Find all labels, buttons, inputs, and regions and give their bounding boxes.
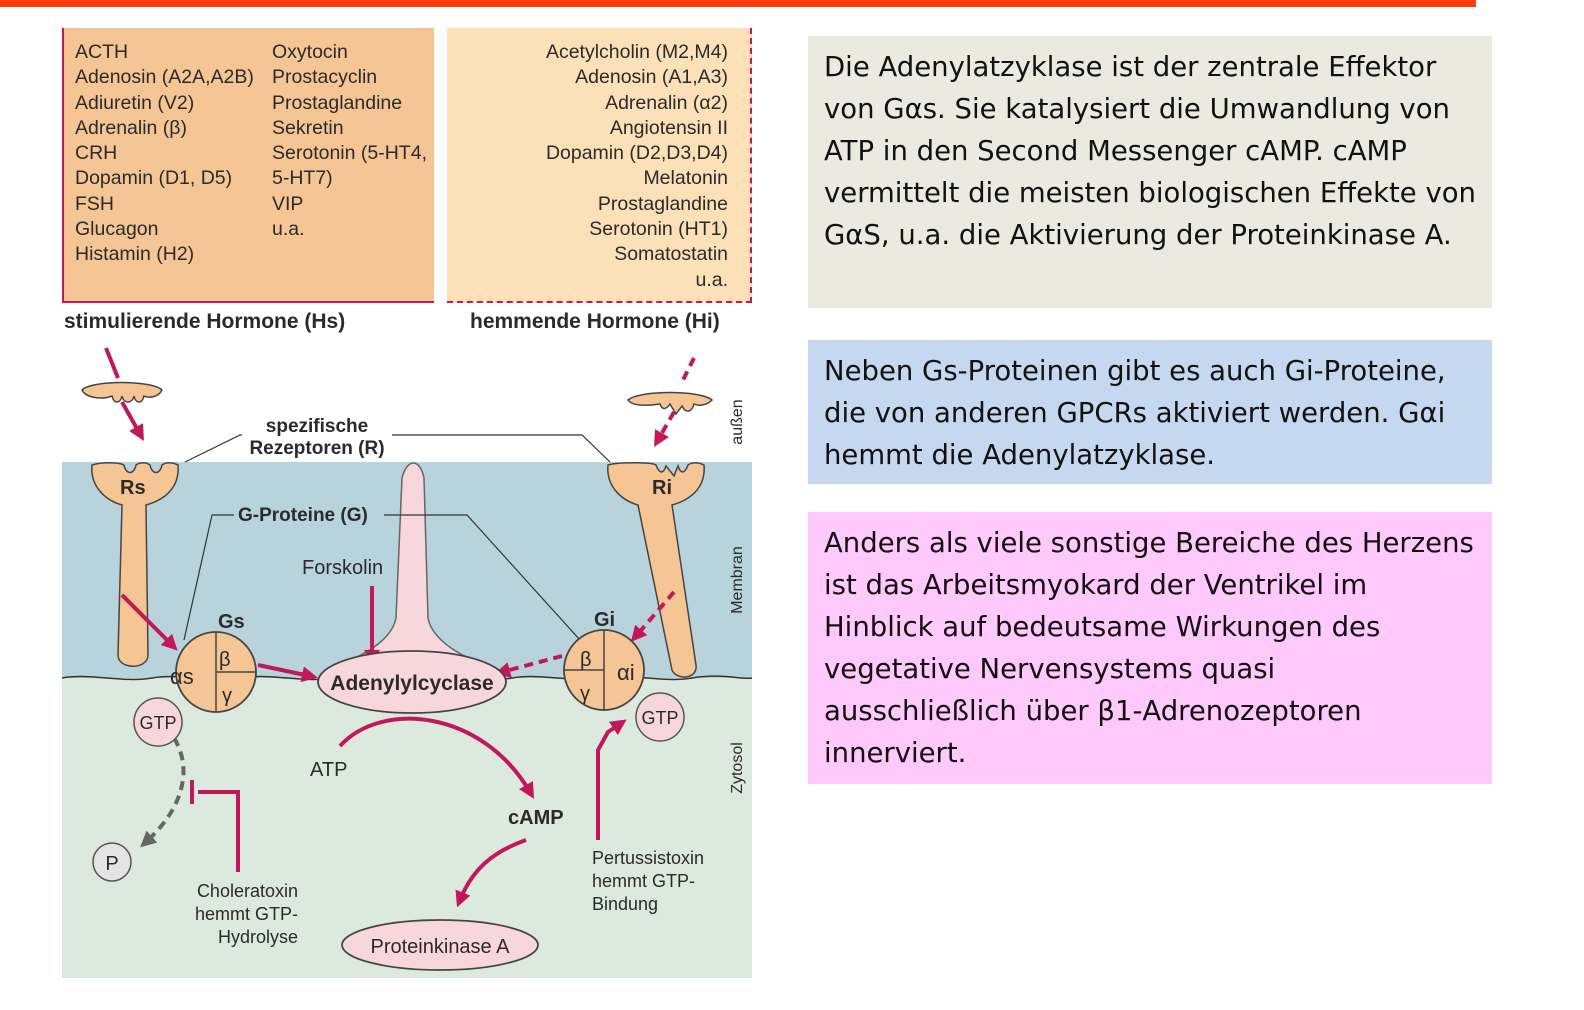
gi-label: Gi <box>594 609 615 631</box>
hormone-item: Sekretin <box>272 116 344 139</box>
hormone-item: Histamin (H2) <box>75 243 195 266</box>
stimulating-hormones-col2: Oxytocin Prostacyclin Prostaglandine Sek… <box>272 40 427 242</box>
receptor-rs <box>91 462 179 667</box>
hormone-item: Acetylcholin (M2,M4) <box>545 41 728 63</box>
pertussistoxin-arrow <box>596 719 627 840</box>
inhibiting-hormones-box: Acetylcholin (M2,M4) Adenosin (A1,A3) Ad… <box>447 28 752 303</box>
rs-activates-gs-arrow <box>120 593 178 651</box>
gs-stimulates-ac-arrow <box>257 663 318 683</box>
hormone-item: Prostaglandine <box>272 91 403 114</box>
gprotein-label-line-left <box>183 514 234 641</box>
beta-i-label: β <box>580 649 592 671</box>
text-box-adenylatzyklase: Die Adenylatzyklase ist der zentrale Eff… <box>808 36 1492 308</box>
hormone-item: ACTH <box>75 41 129 63</box>
atp-label: ATP <box>310 759 347 781</box>
gamma-i-label: γ <box>580 683 590 705</box>
hormone-binding-arrow-left <box>120 401 144 441</box>
hormone-item: Serotonin (5-HT4, <box>272 142 427 165</box>
adenylylcyclase-label: Adenylylcyclase <box>330 672 493 695</box>
hormone-item: Adrenalin (α2) <box>605 91 728 114</box>
gprotein-label-line-right <box>384 514 581 641</box>
receptors-label-1: spezifische <box>266 416 368 437</box>
hormone-item: Adenosin (A2A,A2B) <box>75 66 254 89</box>
hormone-item: Adiuretin (V2) <box>75 91 195 114</box>
hormone-item: Prostaglandine <box>597 192 728 215</box>
hormone-item: CRH <box>75 142 118 165</box>
hormone-arrow-in-right <box>680 357 696 383</box>
adenylylcyclase-body <box>317 650 507 714</box>
gtp-label-left: GTP <box>139 713 176 733</box>
hormone-item: u.a. <box>695 268 728 291</box>
phosphate-label: P <box>105 853 118 875</box>
hormone-item: Serotonin (HT1) <box>589 218 728 241</box>
gtp-hydrolysis-arrow <box>140 736 186 848</box>
beta-s-label: β <box>219 649 231 671</box>
proteinkinase-a-label: Proteinkinase A <box>371 936 511 958</box>
choleratoxin-label-2: hemmt GTP- <box>195 904 298 924</box>
pertussistoxin-label-2: hemmt GTP- <box>592 871 695 891</box>
zytosol-zone-label: Zytosol <box>729 742 746 794</box>
hormone-item: VIP <box>272 192 304 215</box>
choleratoxin-label-1: Choleratoxin <box>197 881 298 901</box>
text-box-arbeitsmyokard: Anders als viele sonstige Bereiche des H… <box>808 512 1492 784</box>
hormone-item: 5-HT7) <box>272 167 333 190</box>
hormone-item: Somatostatin <box>614 243 728 266</box>
adenylylcyclase-stalk <box>331 462 491 667</box>
hormone-binding-arrow-right <box>654 411 676 447</box>
ri-activates-gi-arrow <box>630 590 676 643</box>
hormone-item: Adrenalin (β) <box>75 116 188 139</box>
hormone-item: FSH <box>75 192 114 215</box>
gamma-s-label: γ <box>222 685 232 707</box>
forskolin-label: Forskolin <box>302 557 383 579</box>
aussen-zone-label: außen <box>729 399 746 444</box>
choleratoxin-block-arrow <box>198 790 240 872</box>
hormone-item: Glucagon <box>75 218 159 241</box>
alpha-i-label: αi <box>617 660 635 685</box>
inhibiting-hormones-list: Acetylcholin (M2,M4) Adenosin (A1,A3) Ad… <box>546 40 728 293</box>
hormone-item: Adenosin (A1,A3) <box>575 66 728 89</box>
gtp-circle-right <box>635 692 685 742</box>
gtp-circle-left <box>133 697 183 747</box>
hormone-item: u.a. <box>272 218 305 241</box>
membran-zone-label: Membran <box>729 546 746 614</box>
g-proteins-label: G-Proteine (G) <box>238 505 368 526</box>
inhibiting-hormone <box>627 391 714 416</box>
hormone-item: Melatonin <box>643 167 728 190</box>
ri-label: Ri <box>652 477 672 499</box>
stimulating-hormones-title: stimulierende Hormone (Hs) <box>64 310 346 333</box>
stimulating-hormones-col1: ACTH Adenosin (A2A,A2B) Adiuretin (V2) A… <box>75 40 254 268</box>
camp-to-pka-arrow <box>455 838 527 908</box>
pertussistoxin-label-1: Pertussistoxin <box>592 848 704 868</box>
choleratoxin-label-3: Hydrolyse <box>218 927 298 947</box>
stimulating-hormone <box>81 381 163 403</box>
receptor-ri <box>607 462 705 678</box>
gpcr-signaling-diagram: spezifische Rezeptoren (R) Rs Ri G-Prote… <box>62 340 752 978</box>
alpha-s-label: αs <box>170 664 194 689</box>
receptor-label-line-left <box>184 434 242 463</box>
gi-inhibits-ac-arrow <box>494 654 563 678</box>
gs-label: Gs <box>218 611 245 633</box>
pertussistoxin-label-3: Bindung <box>592 894 658 914</box>
atp-to-camp-arrow <box>338 716 535 799</box>
hormone-item: Prostacyclin <box>272 66 378 89</box>
inhibiting-hormones-title: hemmende Hormone (Hi) <box>470 310 720 333</box>
hormone-item: Dopamin (D1, D5) <box>75 167 233 190</box>
receptors-label-2: Rezeptoren (R) <box>249 438 384 459</box>
hormone-item: Angiotensin II <box>609 116 728 139</box>
phosphate-circle <box>92 842 132 882</box>
text-box-gi-proteins: Neben Gs-Proteinen gibt es auch Gi-Prote… <box>808 340 1492 484</box>
stimulating-hormones-box: ACTH Adenosin (A2A,A2B) Adiuretin (V2) A… <box>62 28 434 303</box>
top-accent-bar <box>0 0 1476 7</box>
camp-label: cAMP <box>508 807 564 829</box>
receptor-label-line-right <box>392 434 611 463</box>
rs-label: Rs <box>120 477 146 499</box>
hormone-arrow-in-left <box>104 347 120 379</box>
hormone-item: Oxytocin <box>272 41 348 63</box>
hormone-item: Dopamin (D2,D3,D4) <box>545 142 728 165</box>
proteinkinase-a-ellipse <box>341 919 539 971</box>
gtp-label-right: GTP <box>641 708 678 728</box>
